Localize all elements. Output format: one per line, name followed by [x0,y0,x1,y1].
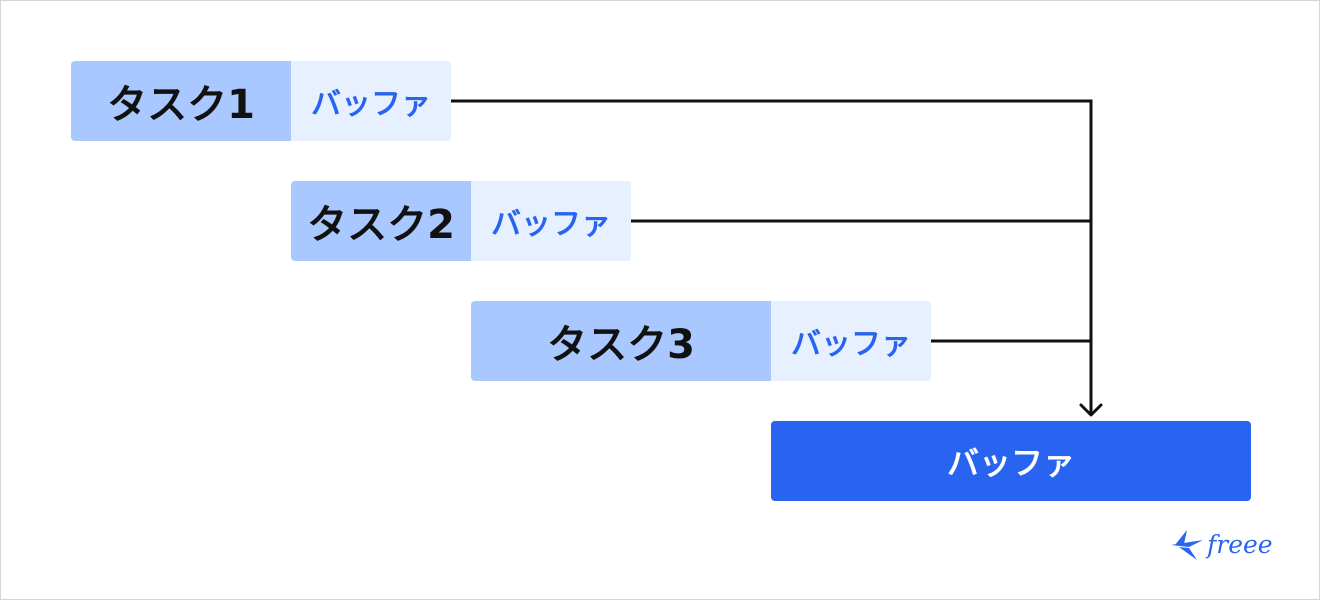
freee-logo: freee [1169,525,1273,563]
task-row-3: タスク3 バッファ [471,301,931,381]
task-buffer-2: バッファ [471,181,631,261]
task-buffer-1: バッファ [291,61,451,141]
task-row-1: タスク1 バッファ [71,61,451,141]
freee-logo-text: freee [1207,529,1273,559]
arrowhead-icon [1079,403,1103,417]
task-label-1: タスク1 [71,61,291,141]
project-buffer: バッファ [771,421,1251,501]
task-label-3: タスク3 [471,301,771,381]
task-label-2: タスク2 [291,181,471,261]
freee-bird-icon [1171,530,1203,560]
task-row-2: タスク2 バッファ [291,181,631,261]
task-buffer-3: バッファ [771,301,931,381]
